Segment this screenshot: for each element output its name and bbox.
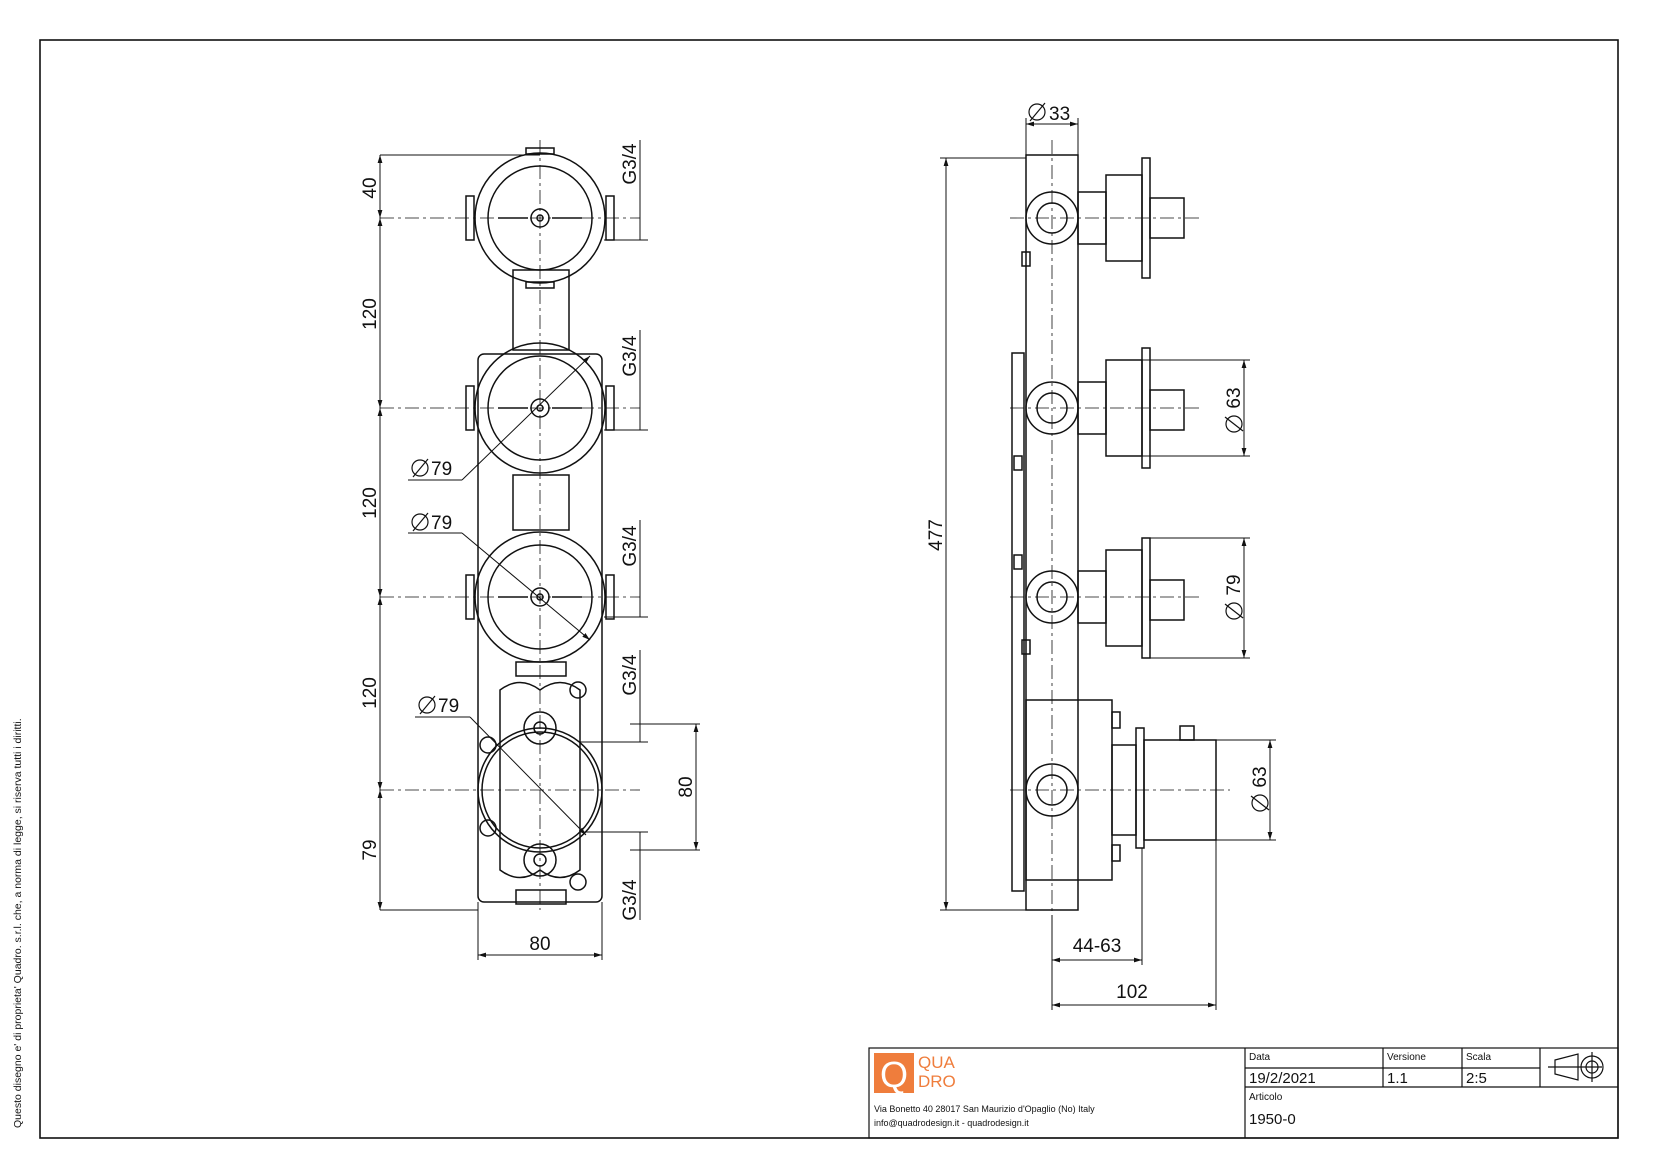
dim-40: 40 xyxy=(360,177,381,198)
versione-label: Versione xyxy=(1387,1052,1426,1063)
dim-120-c: 120 xyxy=(360,677,381,709)
dim-102: 102 xyxy=(1116,982,1148,1003)
diameter-label-2: 79 xyxy=(431,513,452,534)
scala-value: 2:5 xyxy=(1466,1070,1487,1087)
drawing-border xyxy=(39,39,1619,1139)
diameter-symbol-2 xyxy=(411,512,429,532)
thread-label-1: G3/4 xyxy=(620,143,641,185)
articolo-value: 1950-0 xyxy=(1249,1111,1296,1128)
data-value: 19/2/2021 xyxy=(1249,1070,1316,1087)
diameter-symbol-side-1 xyxy=(1224,415,1244,433)
diameter-symbol-1 xyxy=(411,458,429,478)
diameter-symbol-top xyxy=(1028,102,1046,122)
diameter-symbol-side-3 xyxy=(1250,794,1270,812)
dim-120-b: 120 xyxy=(360,487,381,519)
diameter-label-1: 79 xyxy=(431,459,452,480)
dim-diameter-63-lower: 63 xyxy=(1250,766,1271,787)
thread-label-2: G3/4 xyxy=(620,335,641,377)
dim-diameter-63-upper: 63 xyxy=(1224,387,1245,408)
diameter-label-3: 79 xyxy=(438,696,459,717)
projection-symbol-icon xyxy=(1548,1052,1604,1082)
thread-label-3: G3/4 xyxy=(620,525,641,567)
front-center-lines xyxy=(380,140,640,910)
copyright-note: Questo disegno e' di proprieta' Quadro. … xyxy=(12,718,24,1128)
data-label: Data xyxy=(1249,1052,1271,1063)
diameter-symbol-side-2 xyxy=(1224,602,1244,620)
address-line-2: info@quadrodesign.it - quadrodesign.it xyxy=(874,1118,1029,1128)
side-dimension-lines xyxy=(940,118,1276,1010)
logo-text-top: QUA xyxy=(918,1053,956,1072)
dim-477: 477 xyxy=(926,519,947,551)
front-dimension-lines xyxy=(377,140,700,960)
logo-q: Q xyxy=(880,1054,908,1095)
dim-120-a: 120 xyxy=(360,298,381,330)
thread-label-4: G3/4 xyxy=(620,654,641,696)
thread-label-5: G3/4 xyxy=(620,879,641,921)
title-block xyxy=(868,1047,1619,1139)
side-center-lines xyxy=(1010,140,1230,915)
dim-44-63: 44-63 xyxy=(1073,936,1122,957)
articolo-label: Articolo xyxy=(1249,1092,1283,1103)
dim-79: 79 xyxy=(360,839,381,860)
dim-top-diameter: 33 xyxy=(1049,104,1070,125)
diameter-symbol-3 xyxy=(418,695,436,715)
dim-diameter-79: 79 xyxy=(1224,574,1245,595)
dim-bottom-80: 80 xyxy=(529,934,550,955)
logo-mark xyxy=(874,1053,914,1093)
side-view xyxy=(1011,154,1217,911)
address-line-1: Via Bonetto 40 28017 San Maurizio d'Opag… xyxy=(874,1104,1095,1114)
dim-right-80: 80 xyxy=(676,776,697,797)
logo-text-bottom: DRO xyxy=(918,1072,956,1091)
versione-value: 1.1 xyxy=(1387,1070,1408,1087)
scala-label: Scala xyxy=(1466,1052,1491,1063)
